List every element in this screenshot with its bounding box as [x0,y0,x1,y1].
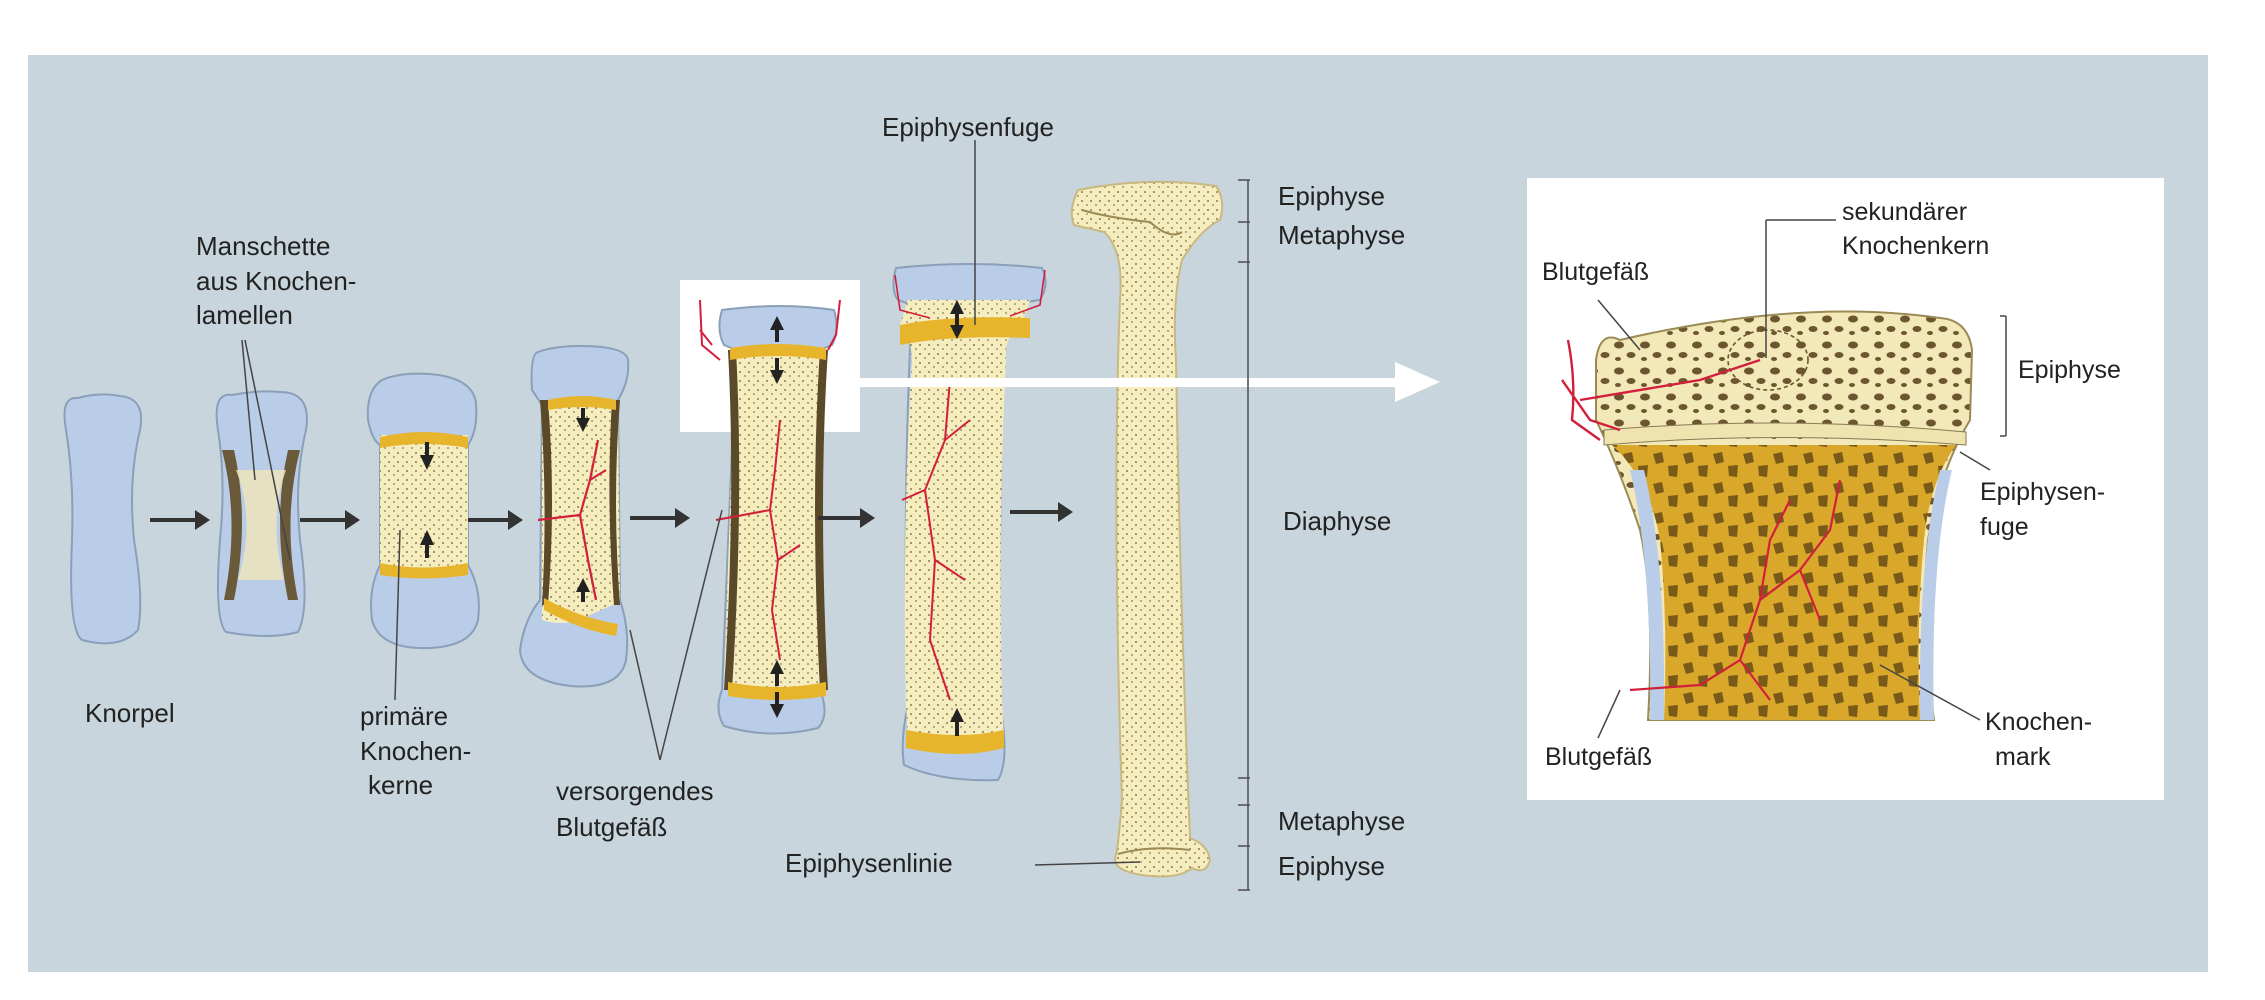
label-epiphyse-bottom: Epiphyse [1278,851,1385,881]
leader-lines [241,140,1141,866]
stage-primary-centers [366,372,480,650]
label-metaphyse-bottom: Metaphyse [1278,806,1405,836]
label-primaere-3: kerne [368,770,433,800]
arrow-1 [150,510,210,530]
detail-label-knochenmark-1: Knochen- [1985,708,2092,736]
label-manschette-1: Manschette [196,231,330,261]
detail-label-sekundaer-2: Knochenkern [1842,232,1989,260]
detail-label-epiphyse: Epiphyse [2018,356,2121,384]
detail-label-knochenmark-2: mark [1995,743,2051,771]
detail-label-epiphysenfuge-1: Epiphysen- [1980,478,2105,506]
arrow-2 [300,510,360,530]
detail-label-sekundaer-1: sekundärer [1842,198,1967,226]
detail-label-epiphysenfuge-2: fuge [1980,513,2029,541]
label-metaphyse-top: Metaphyse [1278,220,1405,250]
arrow-5 [818,508,875,528]
detail-label-blutgefaess-bottom: Blutgefäß [1545,743,1652,771]
detail-label-blutgefaess-top: Blutgefäß [1542,258,1649,286]
detail-panel [1527,178,2164,800]
label-manschette-3: lamellen [196,300,293,330]
label-epiphysenlinie: Epiphysenlinie [785,848,953,878]
label-knorpel: Knorpel [85,698,175,728]
label-primaere-1: primäre [360,701,448,731]
label-epiphysenfuge: Epiphysenfuge [882,112,1054,142]
stage-bone-collar [215,390,308,637]
label-epiphyse-top: Epiphyse [1278,181,1385,211]
label-primaere-2: Knochen- [360,736,471,766]
arrow-4 [630,508,690,528]
label-diaphyse: Diaphyse [1283,506,1391,536]
arrow-6 [1010,502,1073,522]
stage-growth-plates [892,263,1047,782]
label-versorgendes-2: Blutgefäß [556,812,667,842]
label-manschette-2: aus Knochen- [196,266,356,296]
zoom-arrow [860,362,1440,402]
stage-cartilage [63,393,142,645]
detail-leaders [1597,219,2007,739]
stage-secondary-centers [680,280,860,735]
stage-vascular-invasion [518,344,630,688]
bone-region-bracket [1238,179,1250,891]
label-versorgendes-1: versorgendes [556,776,714,806]
arrow-3 [468,510,523,530]
stage-mature-bone [1070,180,1224,878]
